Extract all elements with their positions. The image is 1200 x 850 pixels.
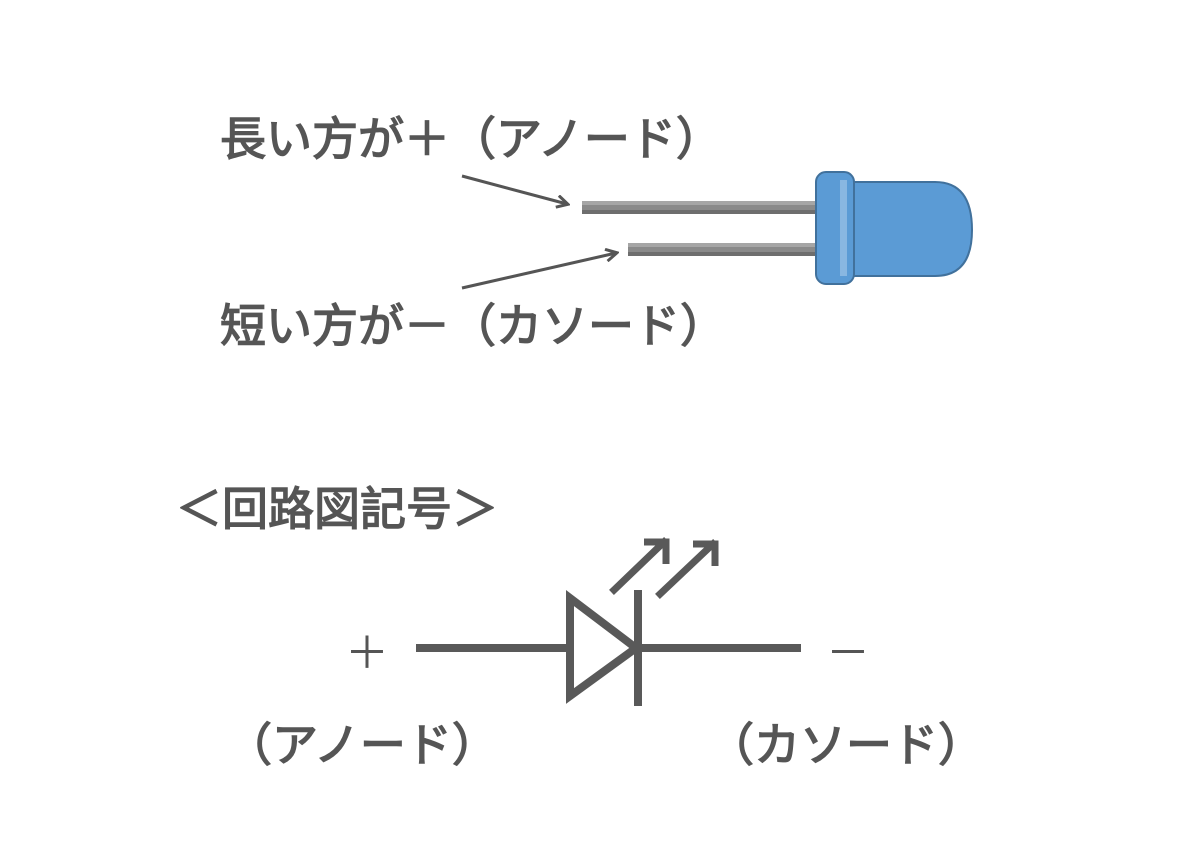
- short-lead: [628, 243, 822, 256]
- cathode-terminal-label: （カソード）: [708, 718, 984, 772]
- cathode-description: 短い方が－（カソード）: [220, 299, 726, 353]
- minus-sign: －: [826, 628, 870, 679]
- led-flange: [815, 171, 855, 285]
- led-illustration: [582, 171, 974, 285]
- anode-description: 長い方が＋（アノード）: [220, 112, 722, 166]
- anode-terminal-label: （アノード）: [226, 718, 498, 772]
- emission-arrow-2: [655, 539, 719, 599]
- emission-arrow-1: [609, 537, 670, 595]
- led-circuit-symbol: [416, 537, 801, 706]
- anode-pointer-arrow: [461, 174, 567, 204]
- led-dome: [844, 181, 974, 277]
- circuit-symbol-title: ＜回路図記号＞: [176, 482, 498, 536]
- long-lead: [582, 201, 822, 214]
- cathode-pointer-arrow: [461, 253, 616, 290]
- diode-triangle: [566, 589, 643, 704]
- plus-sign: ＋: [345, 628, 389, 679]
